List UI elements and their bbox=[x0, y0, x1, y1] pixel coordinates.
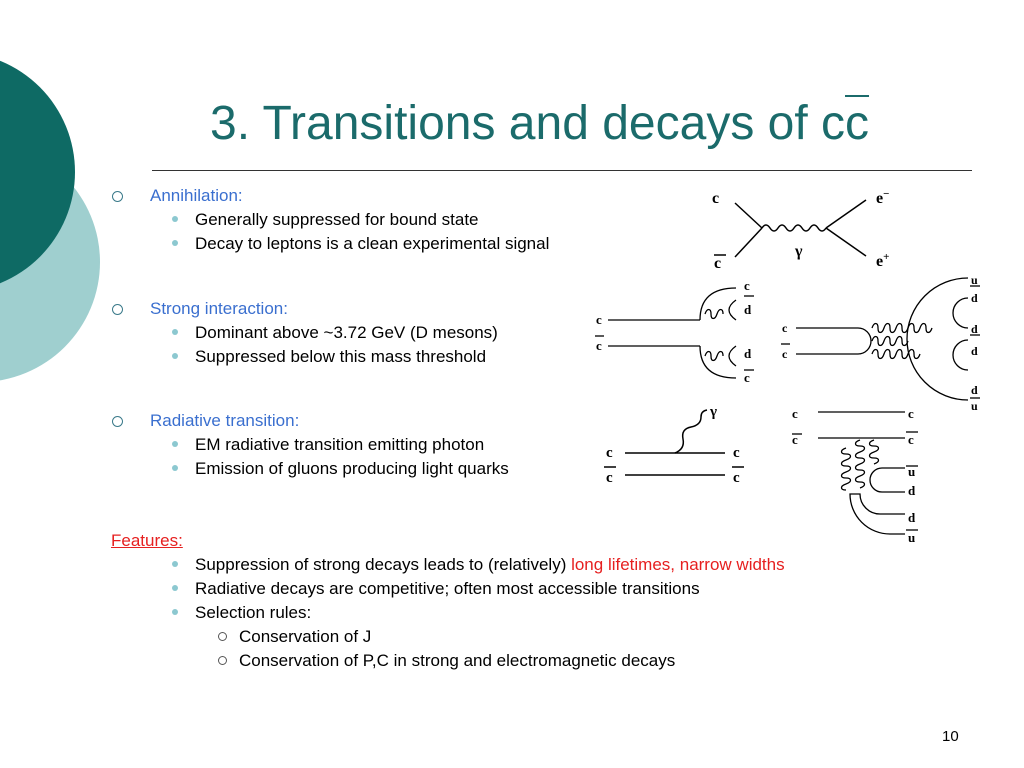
features-sub-1: Conservation of J bbox=[239, 627, 372, 646]
label-electron: e− bbox=[876, 188, 889, 207]
label-cbar: c bbox=[596, 338, 602, 353]
bullet-text: Suppressed below this mass threshold bbox=[195, 347, 487, 366]
section-strong: Strong interaction: bbox=[150, 299, 288, 318]
label-ubar: u bbox=[971, 399, 978, 413]
label-cbar: c bbox=[782, 347, 788, 361]
decorative-circles bbox=[0, 60, 100, 381]
section-annihilation: Annihilation: bbox=[150, 186, 243, 205]
label-dbar: d bbox=[971, 291, 978, 305]
title-divider bbox=[152, 170, 972, 171]
bullet-ring bbox=[218, 656, 227, 665]
label-gamma: γ bbox=[709, 404, 717, 420]
bullet-circle bbox=[112, 191, 123, 202]
page-title: 3. Transitions and decays of cc bbox=[210, 97, 870, 150]
label-cbar: c bbox=[714, 255, 721, 272]
bullet-text: Dominant above ~3.72 GeV (D mesons) bbox=[195, 323, 498, 342]
label-c: c bbox=[712, 190, 719, 207]
label-d: d bbox=[971, 383, 978, 397]
bullet-dot bbox=[172, 561, 178, 567]
label-u: u bbox=[971, 273, 978, 287]
bullet-text: Decay to leptons is a clean experimental… bbox=[195, 234, 550, 253]
bullet-dot bbox=[172, 329, 178, 335]
strong-decay-light-quarks-diagram: c c u d d d d u bbox=[781, 273, 980, 413]
strong-decay-d-mesons-diagram: c c c d d c bbox=[595, 278, 754, 385]
label-c: c bbox=[596, 312, 602, 327]
bullet-dot bbox=[172, 353, 178, 359]
label-cbar: c bbox=[908, 432, 914, 447]
label-cbar: c bbox=[792, 432, 798, 447]
label-ubar: u bbox=[908, 464, 915, 479]
bullet-dot bbox=[172, 609, 178, 615]
page-number: 10 bbox=[942, 728, 959, 745]
label-gamma: γ bbox=[794, 243, 803, 260]
features-line-3: Selection rules: bbox=[195, 603, 312, 622]
bullet-text: Emission of gluons producing light quark… bbox=[195, 459, 509, 478]
bullet-circle bbox=[112, 304, 123, 315]
section-radiative: Radiative transition: bbox=[150, 411, 300, 430]
gluon-emission-diagram: c c c c u d d u bbox=[792, 406, 918, 545]
label-c: c bbox=[744, 278, 750, 293]
label-ubar: u bbox=[908, 530, 915, 545]
label-positron: e+ bbox=[876, 251, 889, 270]
annihilation-feynman-diagram: c c γ e− e+ bbox=[712, 188, 889, 272]
bullet-text: EM radiative transition emitting photon bbox=[195, 435, 485, 454]
bullet-dot bbox=[172, 240, 178, 246]
label-d: d bbox=[908, 510, 916, 525]
radiative-transition-diagram: c c c c γ bbox=[604, 404, 744, 486]
label-c: c bbox=[908, 406, 914, 421]
bullet-dot bbox=[172, 216, 178, 222]
bullet-dot bbox=[172, 441, 178, 447]
label-dbar: d bbox=[744, 302, 752, 317]
bullet-dot bbox=[172, 585, 178, 591]
bullet-text: Generally suppressed for bound state bbox=[195, 210, 479, 229]
label-c: c bbox=[782, 321, 788, 335]
features-line-1: Suppression of strong decays leads to (r… bbox=[195, 555, 785, 574]
features-line-2: Radiative decays are competitive; often … bbox=[195, 579, 700, 598]
label-d: d bbox=[971, 322, 978, 336]
label-cbar: c bbox=[733, 470, 740, 486]
features-sub-2: Conservation of P,C in strong and electr… bbox=[239, 651, 676, 670]
label-d: d bbox=[744, 346, 752, 361]
label-c: c bbox=[792, 406, 798, 421]
features-heading: Features: bbox=[111, 531, 183, 550]
label-d: d bbox=[908, 483, 916, 498]
dark-circle bbox=[0, 60, 75, 284]
label-cbar: c bbox=[606, 470, 613, 486]
label-c: c bbox=[733, 445, 740, 461]
bullet-ring bbox=[218, 632, 227, 641]
bullet-dot bbox=[172, 465, 178, 471]
bullet-circle bbox=[112, 416, 123, 427]
label-c: c bbox=[606, 445, 613, 461]
label-dbar: d bbox=[971, 344, 978, 358]
label-cbar: c bbox=[744, 370, 750, 385]
